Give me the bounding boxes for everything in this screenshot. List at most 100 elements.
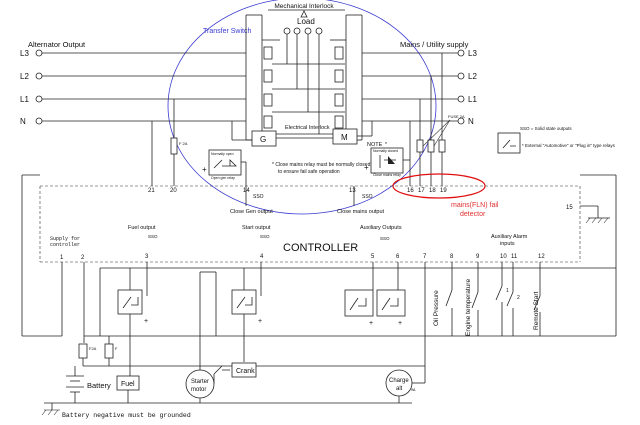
gen-relay-plus: + [202,165,207,174]
terminal-21: 21 [148,188,155,194]
aux-relay-1-plus: + [369,320,373,327]
terminal-11: 11 [511,254,518,260]
wl-label: WL [411,388,416,392]
terminal-6: 6 [396,254,400,260]
load-terminals [272,27,345,135]
aux-relay-1: + [344,262,374,327]
sso-legend: SSO = Solid state outputs * External "Au… [497,126,616,154]
fuel-label: Fuel [121,381,135,388]
mains-supply-label: Mains / Utility supply [400,40,469,49]
start-output-label: Start output [242,225,271,231]
crank-label: Crank [236,368,255,375]
supply-rails [21,174,617,343]
terminal-4: 4 [260,254,264,260]
aux-alarm-switches: 1 2 [495,262,520,336]
mains-fail-detector-label-2: detector [460,211,486,218]
terminal-18: 18 [429,188,436,194]
normally-open-label: Normally open [211,152,234,156]
remote-start-label: Remote Start [533,292,540,330]
terminal-10: 10 [500,254,507,260]
close-mains-relay: Normally closed Close mains relay + NOTE… [364,142,410,177]
terminal-13: 13 [349,188,356,194]
normally-closed-label: Normally closed [373,149,398,153]
terminal-15: 15 [566,205,573,211]
mains-bus [362,49,465,125]
terminal-14: 14 [243,188,250,194]
aux-alarm-label-1: Auxiliary Alarm [491,234,528,240]
oil-pressure-label: Oil Pressure [433,290,440,326]
mains-fuse-label: FUSE 2A [448,114,465,119]
alarm-switch-1: 1 [506,288,509,294]
alarm-switch-2: 2 [517,295,520,301]
note-text-line-1: * Close mains relay must be normally clo… [272,162,371,168]
engine-temperature-switch: Engine temperature [465,262,479,336]
terminal-16: 16 [407,188,414,194]
supply-for-controller-line-2: controller [50,242,80,248]
open-gen-relay-label: Open gen relay [211,176,235,180]
right-phase-l3: L3 [468,49,477,58]
external-relays-text: * External "Automotive" or "Plug in" typ… [522,143,616,148]
terminal-1: 1 [60,255,64,261]
terminal-2: 2 [81,255,85,261]
gen-contactor-coil [251,130,277,147]
alternator-output-label: Alternator Output [28,40,86,49]
sso-legend-text: SSO = Solid state outputs [520,126,572,131]
right-phase-l2: L2 [468,72,477,81]
close-mains-output-label: Close mains output [337,209,385,215]
terminal-7: 7 [423,254,427,260]
mains-fail-detector-label-1: mains(FLN) fail [451,202,499,209]
fuel-relay: + [117,262,148,336]
mechanical-interlock: Mechanical Interlock Load [268,3,345,26]
fuel-solenoid: Fuel [116,336,140,403]
note-label: NOTE [367,142,383,148]
right-phase-l1: L1 [468,95,477,104]
top-terminals: 21 20 14 13 16 17 18 19 [148,188,447,194]
terminal-17: 17 [418,188,425,194]
sso-gen-label: SSO [253,194,264,200]
gen-fuse-label: F 2A [179,141,188,146]
supply-for-controller-line-1: Supply for [50,236,80,242]
battery-symbol: Battery [66,366,111,403]
oil-pressure-switch: Oil Pressure [433,262,453,336]
aux-relay-2: + [376,262,406,327]
ground-bus [41,402,412,416]
mains-contactor-label: M [341,133,348,142]
load-label: Load [297,17,315,26]
controller-fuse-label-2: F [115,346,118,351]
terminal-15-earth: 15 [566,205,610,224]
close-mains-relay-label: Close mains relay [373,173,401,177]
starter-motor-label-1: Starter [191,379,209,385]
mechanical-interlock-label: Mechanical Interlock [274,3,334,10]
right-phase-n: N [468,117,474,126]
left-phase-l1: L1 [20,95,29,104]
charge-alt-label-1: Charge [389,378,409,384]
terminal-9: 9 [476,254,480,260]
mains-contactor-coil [332,128,358,145]
gen-sense-fuse: F 2A [151,99,188,186]
sso-aux-label: SSO [380,236,390,241]
remote-start-switch: Remote Start [533,262,541,336]
mains-relay-plus: + [364,163,369,172]
fuel-relay-plus: + [144,318,148,325]
aux-alarm-label-2: inputs [500,241,515,247]
controller-box [39,185,581,263]
controller-terminals: 1 2 3 4 5 6 7 8 9 10 11 12 [60,254,545,261]
crank-relay: Crank [213,336,257,384]
note-text-line-2: to ensure fail safe operation [278,169,340,175]
starter-motor-label-2: motor [191,387,206,393]
close-gen-output-label: Close Gen output [230,209,273,215]
start-relay: + [231,262,262,336]
battery-label: Battery [87,381,111,390]
contactor-coils: G M Electrical Interlock [231,121,373,147]
terminal-5: 5 [371,254,375,260]
controller-fuse-label-1: F2A [89,346,97,351]
mains-contactor-poles [330,14,363,141]
terminal-3: 3 [145,254,149,260]
terminal-8: 8 [450,254,454,260]
fuel-output-label: Fuel output [128,225,156,231]
left-phase-l2: L2 [20,72,29,81]
gen-contactor-label: G [260,135,266,144]
controller-label: CONTROLLER [283,242,358,254]
starter-motor: Starter motor [185,271,217,403]
